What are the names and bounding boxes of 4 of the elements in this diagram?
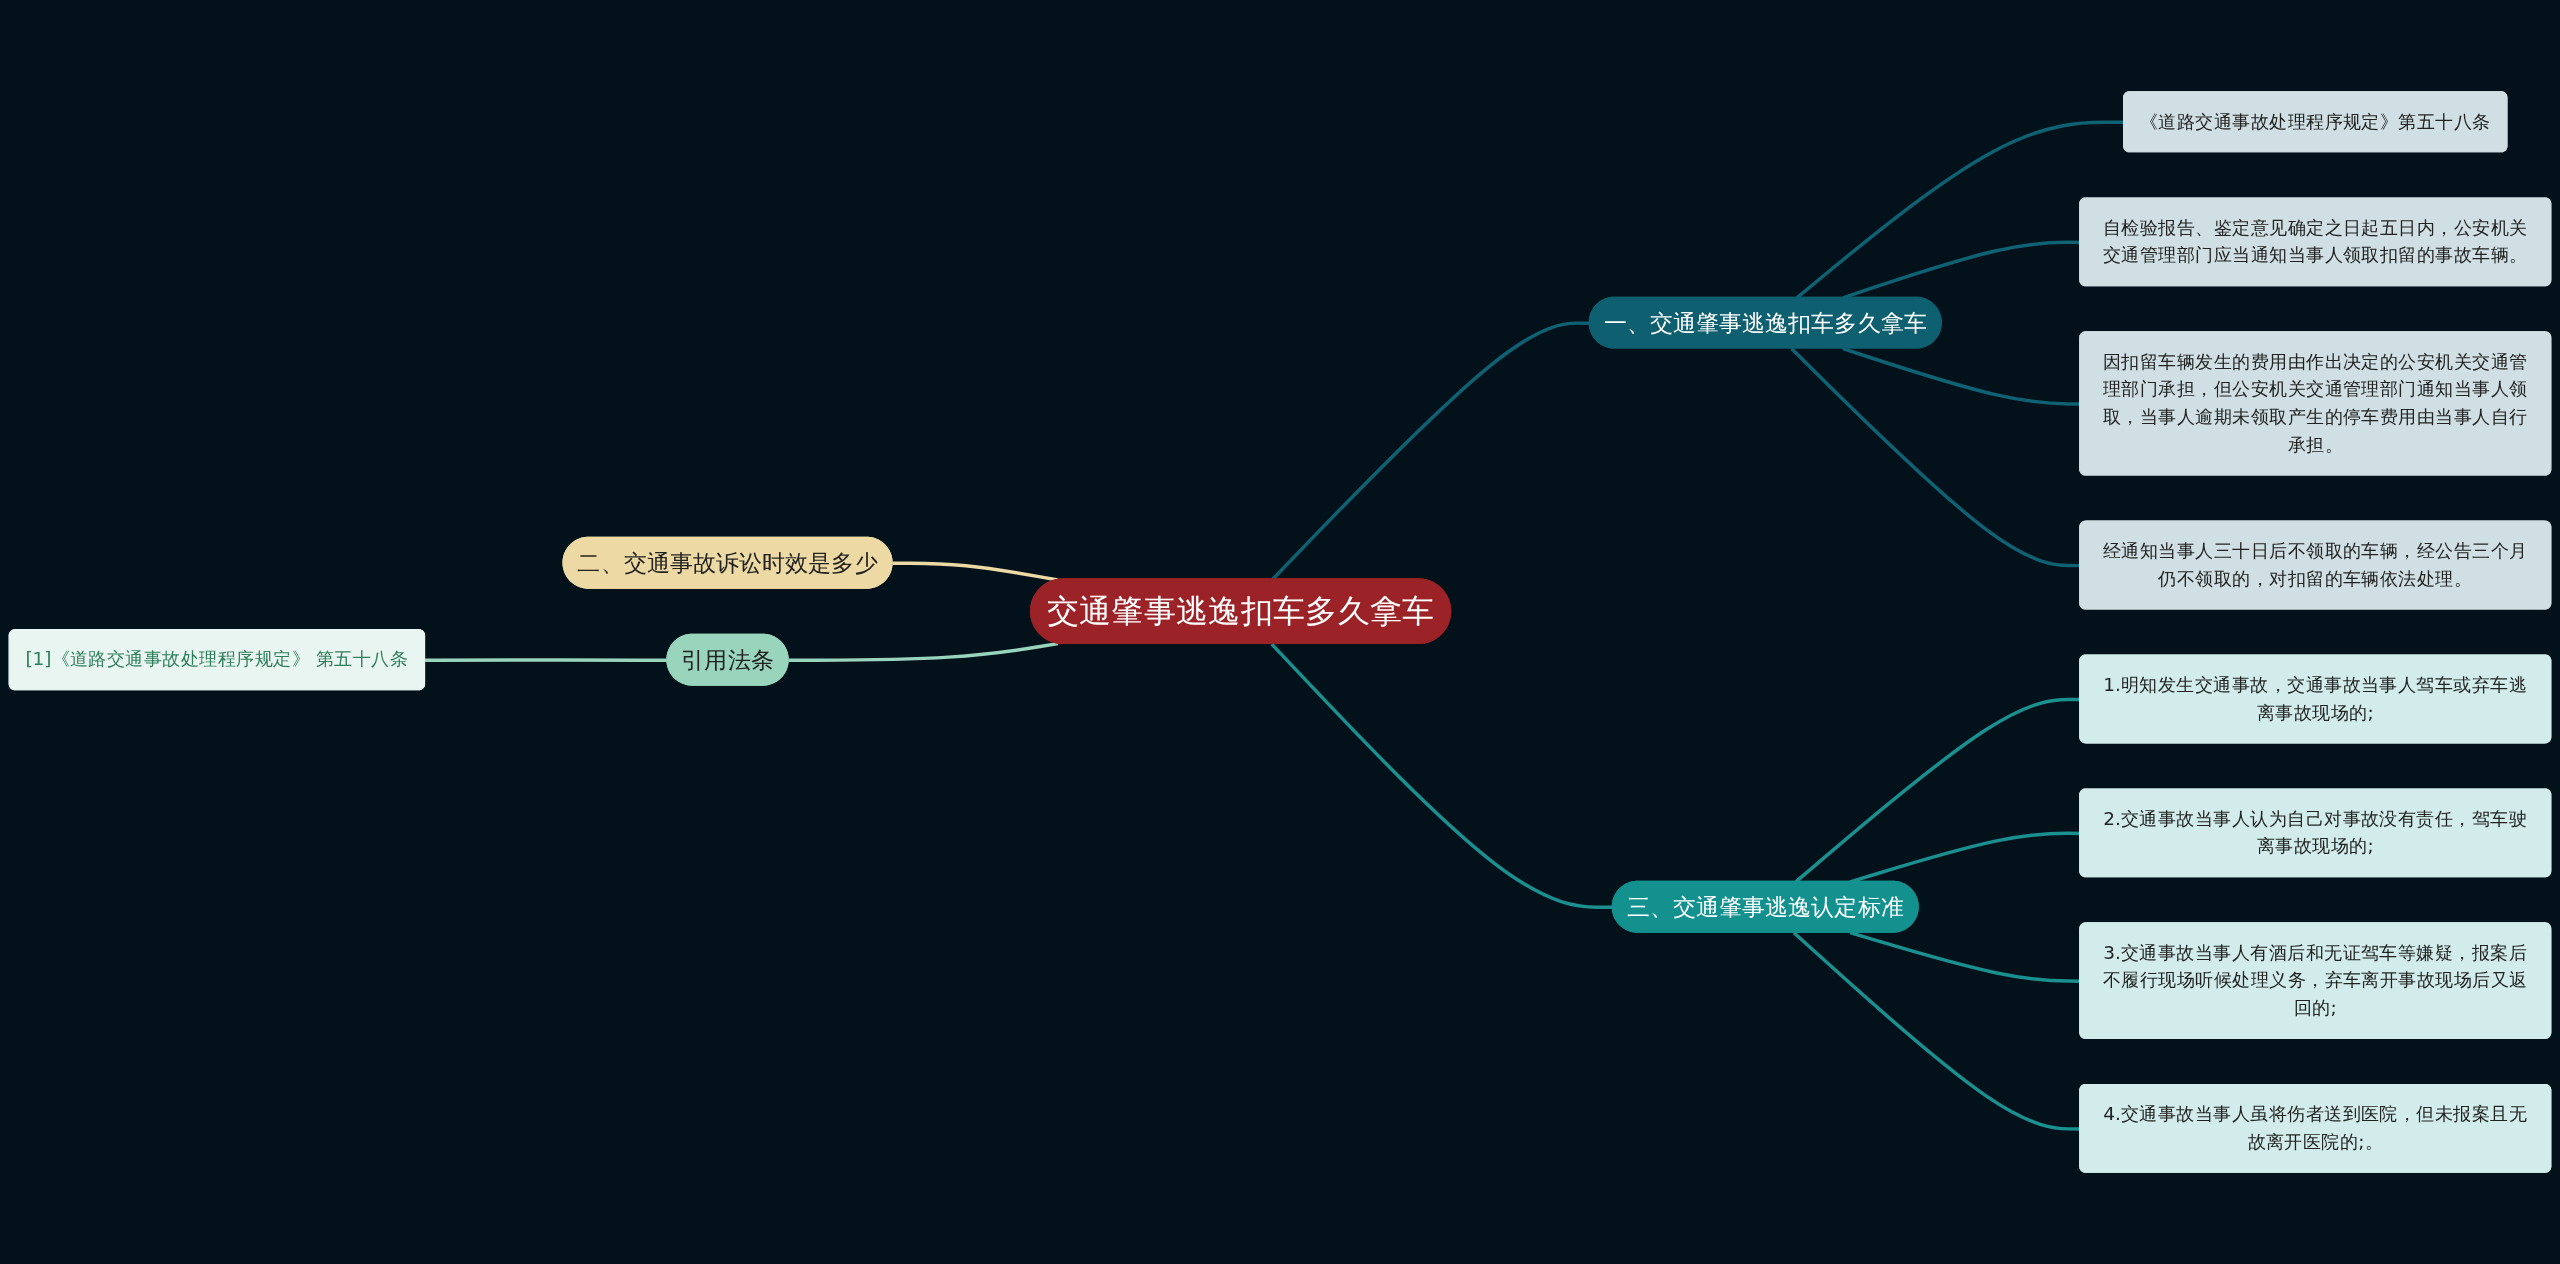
connector (1270, 642, 1613, 910)
connector (425, 658, 668, 662)
connector (892, 561, 1059, 582)
connector (788, 641, 1059, 662)
